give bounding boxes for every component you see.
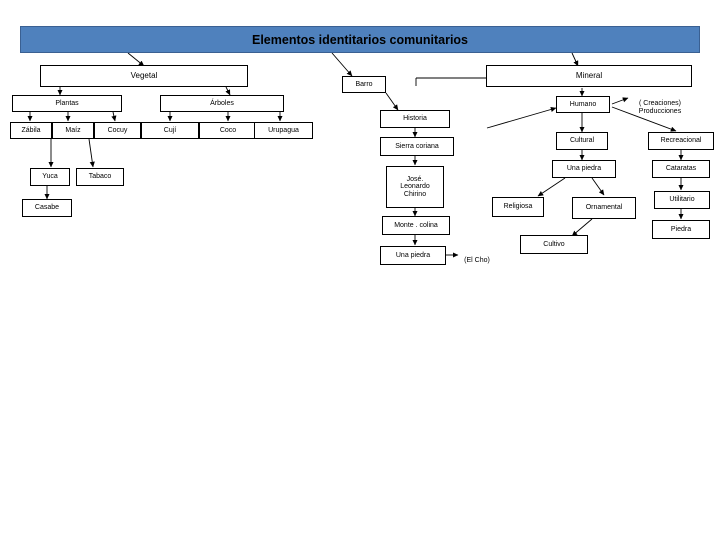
node-jose-leonardo-chirino-label: José. Leonardo Chirino	[400, 175, 430, 198]
node-plantas-label: Plantas	[55, 99, 79, 107]
node-una-piedra-cultural-label: Una piedra	[566, 165, 602, 173]
node-zabila-label: Zábila	[21, 126, 41, 134]
node-utilitario-label: Utilitario	[669, 196, 695, 204]
node-una-piedra-historia-label: Una piedra	[395, 251, 431, 259]
node-maiz-label: Maíz	[65, 126, 81, 134]
node-humano[interactable]: Humano	[556, 96, 610, 113]
node-sierra-coriana-label: Sierra coriana	[395, 142, 439, 150]
node-urupagua[interactable]: Urupagua	[254, 122, 313, 139]
node-arboles[interactable]: Árboles	[160, 95, 284, 112]
node-maiz[interactable]: Maíz	[52, 122, 94, 139]
node-historia[interactable]: Historia	[380, 110, 450, 128]
node-recreacional[interactable]: Recreacional	[648, 132, 714, 150]
diagram-title: Elementos identitarios comunitarios	[20, 26, 700, 53]
node-cuji-label: Cují	[163, 126, 177, 134]
node-vegetal[interactable]: Vegetal	[40, 65, 248, 87]
node-cultural[interactable]: Cultural	[556, 132, 608, 150]
node-cuji[interactable]: Cují	[141, 122, 199, 139]
node-recreacional-label: Recreacional	[660, 137, 702, 145]
label-creaciones-text: ( Creaciones)	[638, 99, 681, 107]
node-jose-leonardo-chirino[interactable]: José. Leonardo Chirino	[386, 166, 444, 208]
label-el-cho-text: (El Cho)	[464, 256, 490, 264]
node-piedra[interactable]: Piedra	[652, 220, 710, 239]
node-piedra-label: Piedra	[670, 225, 692, 233]
node-mineral-label: Mineral	[575, 70, 603, 80]
node-una-piedra-historia[interactable]: Una piedra	[380, 246, 446, 265]
node-humano-label: Humano	[569, 100, 597, 108]
node-tabaco-label: Tabaco	[88, 173, 112, 181]
node-monte-colina[interactable]: Monte . colina	[382, 216, 450, 235]
node-cataratas[interactable]: Cataratas	[652, 160, 710, 178]
node-arboles-label: Árboles	[210, 99, 234, 107]
node-sierra-coriana[interactable]: Sierra coriana	[380, 137, 454, 156]
node-una-piedra-cultural[interactable]: Una piedra	[552, 160, 616, 178]
label-creaciones: ( Creaciones)	[620, 92, 700, 107]
node-mineral[interactable]: Mineral	[486, 65, 692, 87]
node-religiosa-label: Religiosa	[503, 203, 533, 211]
node-cultivo[interactable]: Cultivo	[520, 235, 588, 254]
node-cocuy[interactable]: Cocuy	[94, 122, 141, 139]
node-casabe-label: Casabe	[34, 204, 60, 212]
node-ornamental-label: Ornamental	[585, 204, 623, 212]
node-utilitario[interactable]: Utilitario	[654, 191, 710, 209]
diagram-title-text: Elementos identitarios comunitarios	[251, 32, 468, 47]
node-yuca-label: Yuca	[42, 173, 58, 181]
node-cultural-label: Cultural	[569, 137, 595, 145]
label-producciones-text: Producciones	[638, 107, 682, 115]
node-vegetal-label: Vegetal	[130, 70, 158, 80]
node-coco-label: Coco	[219, 126, 237, 134]
node-barro[interactable]: Barro	[342, 76, 386, 93]
node-tabaco[interactable]: Tabaco	[76, 168, 124, 186]
node-historia-label: Historia	[403, 115, 427, 123]
node-ornamental[interactable]: Ornamental	[572, 197, 636, 219]
node-cultivo-label: Cultivo	[543, 240, 565, 248]
node-plantas[interactable]: Plantas	[12, 95, 122, 112]
node-coco[interactable]: Coco	[199, 122, 257, 139]
node-monte-colina-label: Monte . colina	[394, 221, 438, 229]
node-zabila[interactable]: Zábila	[10, 122, 52, 139]
node-cocuy-label: Cocuy	[107, 126, 128, 134]
node-yuca[interactable]: Yuca	[30, 168, 70, 186]
node-casabe[interactable]: Casabe	[22, 199, 72, 217]
label-producciones: Producciones	[620, 100, 700, 115]
label-el-cho: (El Cho)	[457, 249, 497, 264]
node-religiosa[interactable]: Religiosa	[492, 197, 544, 217]
node-barro-label: Barro	[355, 80, 373, 88]
node-urupagua-label: Urupagua	[268, 126, 299, 134]
node-cataratas-label: Cataratas	[665, 165, 697, 173]
